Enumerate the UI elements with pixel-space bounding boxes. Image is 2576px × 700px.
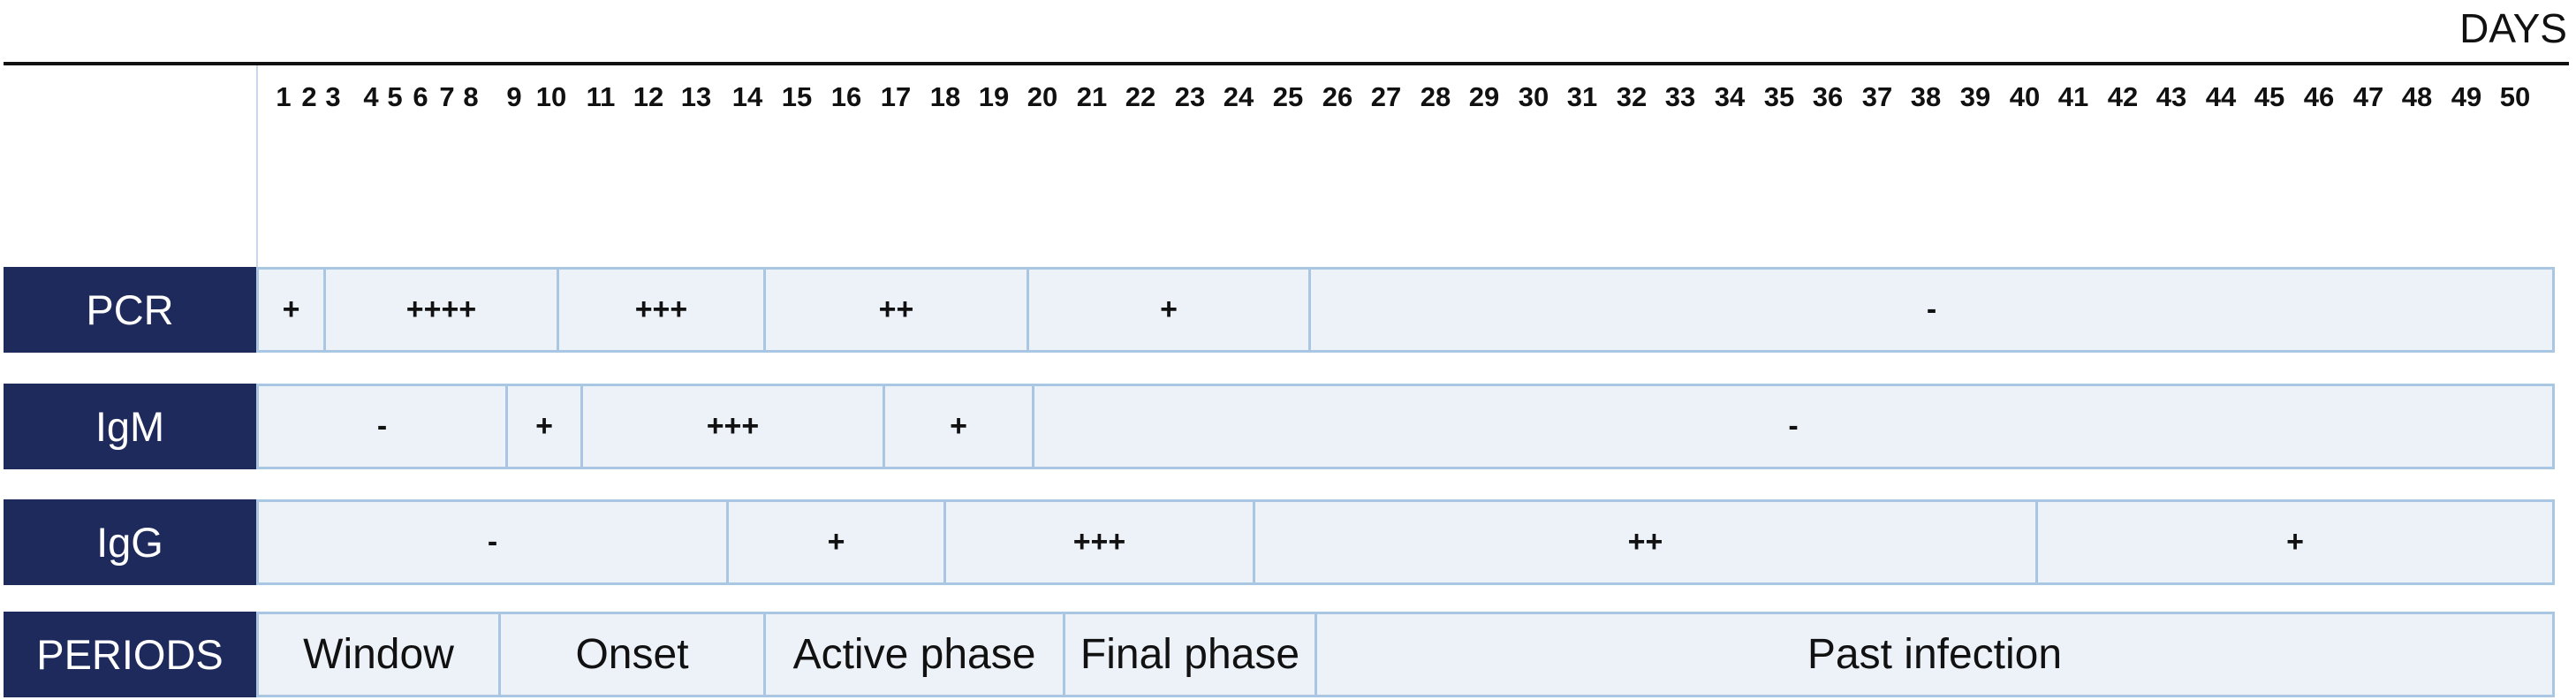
pcr-level-cell: ++ (763, 267, 1029, 353)
igg-level-cell: - (256, 499, 729, 585)
day-tick-label: 19 (978, 81, 1010, 112)
igm-level-cell: +++ (580, 384, 885, 469)
day-tick-label: 26 (1322, 81, 1353, 112)
day-tick-label: 1 (276, 81, 292, 112)
day-tick-label: 17 (880, 81, 912, 112)
day-tick-label: 14 (731, 81, 763, 112)
day-tick-label: 34 (1714, 81, 1746, 112)
day-tick-label: 50 (2499, 81, 2531, 112)
pcr-level-cell: + (1027, 267, 1311, 353)
day-tick-label: 42 (2107, 81, 2139, 112)
day-tick-label: 29 (1468, 81, 1500, 112)
day-tick-label: 45 (2254, 81, 2285, 112)
day-tick-label: 13 (680, 81, 712, 112)
day-tick-label: 21 (1076, 81, 1108, 112)
day-tick-label: 33 (1664, 81, 1696, 112)
day-tick-label: 49 (2451, 81, 2482, 112)
day-tick-label: 12 (633, 81, 664, 112)
day-tick-label: 38 (1910, 81, 1942, 112)
day-tick-label: 25 (1272, 81, 1304, 112)
pcr-level-cell: ++++ (323, 267, 559, 353)
igg-level-cell: + (2035, 499, 2555, 585)
day-tick-label: 22 (1125, 81, 1156, 112)
row-label-igm: IgM (4, 384, 256, 469)
day-tick-label: 16 (830, 81, 862, 112)
timeline-left-border (256, 65, 258, 267)
day-tick-label: 6 (413, 81, 428, 112)
row-label-periods: PERIODS (4, 612, 256, 697)
day-tick-label: 48 (2401, 81, 2433, 112)
day-tick-label: 46 (2303, 81, 2335, 112)
row-label-pcr: PCR (4, 267, 256, 353)
period-cell: Past infection (1315, 612, 2555, 697)
pcr-level-cell: + (256, 267, 326, 353)
day-tick-label: 8 (463, 81, 479, 112)
day-tick-label: 44 (2205, 81, 2237, 112)
pcr-level-cell: - (1308, 267, 2555, 353)
day-tick-label: 28 (1420, 81, 1451, 112)
period-cell: Window (256, 612, 501, 697)
period-cell: Final phase (1063, 612, 1317, 697)
pcr-level-cell: +++ (557, 267, 766, 353)
day-tick-label: 39 (1959, 81, 1991, 112)
day-tick-label: 5 (387, 81, 403, 112)
igg-level-cell: + (726, 499, 946, 585)
day-tick-label: 4 (363, 81, 379, 112)
day-tick-label: 11 (586, 81, 616, 112)
day-tick-label: 36 (1812, 81, 1844, 112)
day-tick-label: 40 (2009, 81, 2041, 112)
day-tick-label: 43 (2156, 81, 2187, 112)
day-tick-label: 31 (1566, 81, 1598, 112)
day-tick-label: 27 (1370, 81, 1402, 112)
igm-level-cell: + (883, 384, 1034, 469)
igm-level-cell: - (256, 384, 508, 469)
period-cell: Onset (498, 612, 766, 697)
igg-level-cell: +++ (943, 499, 1255, 585)
day-tick-label: 2 (301, 81, 317, 112)
row-label-igg: IgG (4, 499, 256, 585)
day-tick-label: 3 (325, 81, 341, 112)
igg-level-cell: ++ (1253, 499, 2038, 585)
day-tick-label: 37 (1861, 81, 1893, 112)
day-tick-label: 30 (1518, 81, 1549, 112)
day-tick-label: 47 (2352, 81, 2384, 112)
day-tick-label: 9 (506, 81, 522, 112)
day-tick-label: 41 (2057, 81, 2089, 112)
day-tick-label: 18 (929, 81, 961, 112)
day-tick-label: 7 (439, 81, 455, 112)
day-tick-label: 10 (535, 81, 567, 112)
day-tick-label: 32 (1616, 81, 1648, 112)
period-cell: Active phase (763, 612, 1065, 697)
header-divider (4, 62, 2569, 65)
igm-level-cell: + (505, 384, 583, 469)
days-axis-title: DAYS (2459, 5, 2567, 51)
day-tick-label: 35 (1763, 81, 1795, 112)
day-tick-label: 20 (1027, 81, 1058, 112)
day-tick-label: 23 (1174, 81, 1206, 112)
day-tick-label: 24 (1223, 81, 1254, 112)
day-tick-label: 15 (781, 81, 813, 112)
igm-level-cell: - (1032, 384, 2555, 469)
